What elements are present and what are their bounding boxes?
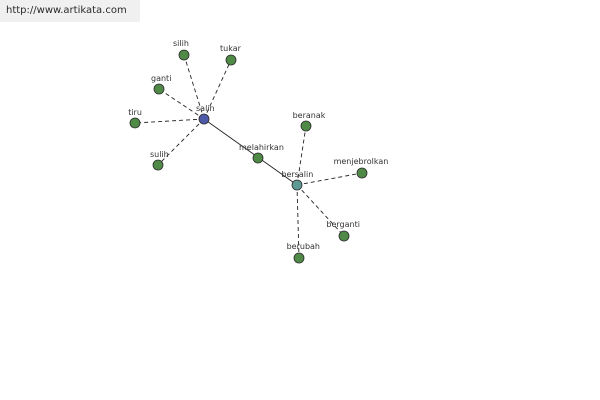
node-label-sulih: sulih (150, 150, 169, 159)
node-bersalin[interactable]: bersalin (281, 170, 313, 191)
node-berubah[interactable]: berubah (287, 242, 320, 264)
node-tiru[interactable]: tiru (128, 108, 142, 129)
node-circle-tiru[interactable] (129, 117, 141, 129)
node-label-tiru: tiru (128, 108, 142, 117)
node-label-melahirkan: melahirkan (239, 143, 284, 152)
node-label-ganti: ganti (151, 74, 171, 83)
node-circle-silih[interactable] (178, 49, 190, 61)
node-label-salin: salin (196, 104, 215, 113)
site-url-link[interactable]: http://www.artikata.com (0, 0, 140, 22)
node-menjebrolkan[interactable]: menjebrolkan (334, 157, 389, 179)
node-label-bersalin: bersalin (281, 170, 313, 179)
node-circle-bersalin[interactable] (291, 179, 303, 191)
node-circle-ganti[interactable] (153, 83, 165, 95)
node-circle-tukar[interactable] (225, 54, 237, 66)
edges-layer (134, 54, 363, 259)
node-circle-sulih[interactable] (152, 159, 164, 171)
node-label-beranak: beranak (293, 111, 326, 120)
node-silih[interactable]: silih (173, 39, 190, 61)
node-circle-salin[interactable] (198, 113, 210, 125)
node-circle-beranak[interactable] (300, 120, 312, 132)
edge-salin-bersalin (203, 118, 298, 186)
node-label-menjebrolkan: menjebrolkan (334, 157, 389, 166)
edge-bersalin-berganti (296, 184, 345, 237)
node-circle-melahirkan[interactable] (252, 152, 264, 164)
edge-salin-ganti (158, 88, 205, 120)
node-salin[interactable]: salin (196, 104, 215, 125)
edge-salin-tukar (203, 59, 232, 120)
node-melahirkan[interactable]: melahirkan (239, 143, 284, 164)
edge-salin-sulih (157, 118, 205, 166)
node-beranak[interactable]: beranak (293, 111, 326, 132)
node-circle-menjebrolkan[interactable] (356, 167, 368, 179)
edge-salin-tiru (134, 118, 205, 124)
nodes-layer: salin bersalin silih tukar ganti tiru sulih mel… (128, 39, 389, 264)
node-circle-berganti[interactable] (338, 230, 350, 242)
node-label-silih: silih (173, 39, 189, 48)
node-label-berganti: berganti (326, 220, 360, 229)
node-label-tukar: tukar (220, 44, 242, 53)
node-circle-berubah[interactable] (293, 252, 305, 264)
node-tukar[interactable]: tukar (220, 44, 242, 66)
node-label-berubah: berubah (287, 242, 320, 251)
node-ganti[interactable]: ganti (151, 74, 171, 95)
node-sulih[interactable]: sulih (150, 150, 169, 171)
node-berganti[interactable]: berganti (326, 220, 360, 242)
edge-bersalin-berubah (296, 184, 300, 259)
edge-bersalin-beranak (296, 125, 307, 186)
